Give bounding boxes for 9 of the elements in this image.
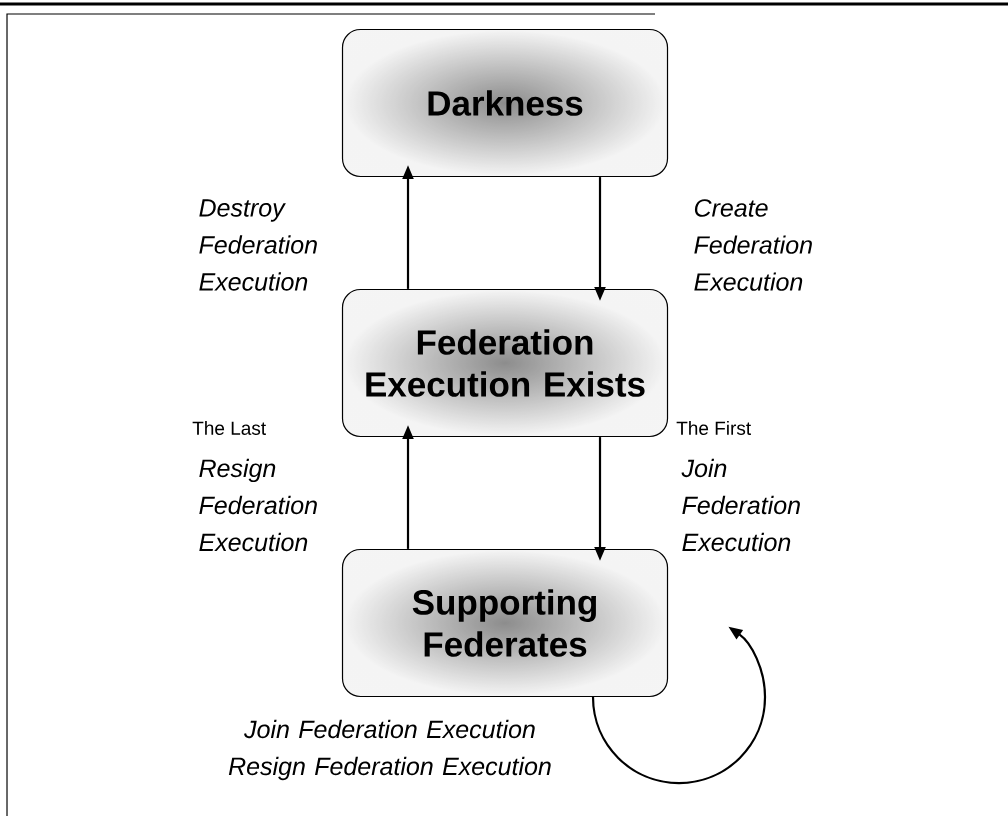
edge-label: Join Federation Execution <box>681 458 800 552</box>
state-box: Supporting Federates <box>341 548 669 698</box>
state-box: Federation Execution Exists <box>341 288 669 438</box>
edge-label: Resign Federation Execution <box>199 458 317 552</box>
edge-label: Destroy Federation Execution <box>199 199 317 291</box>
note-text: The Last <box>192 421 266 435</box>
edge-label: Create Federation Execution <box>694 199 812 291</box>
state-box: Darkness <box>341 28 669 178</box>
edge-label: Join Federation Execution Resign Federation Execution <box>228 719 551 781</box>
